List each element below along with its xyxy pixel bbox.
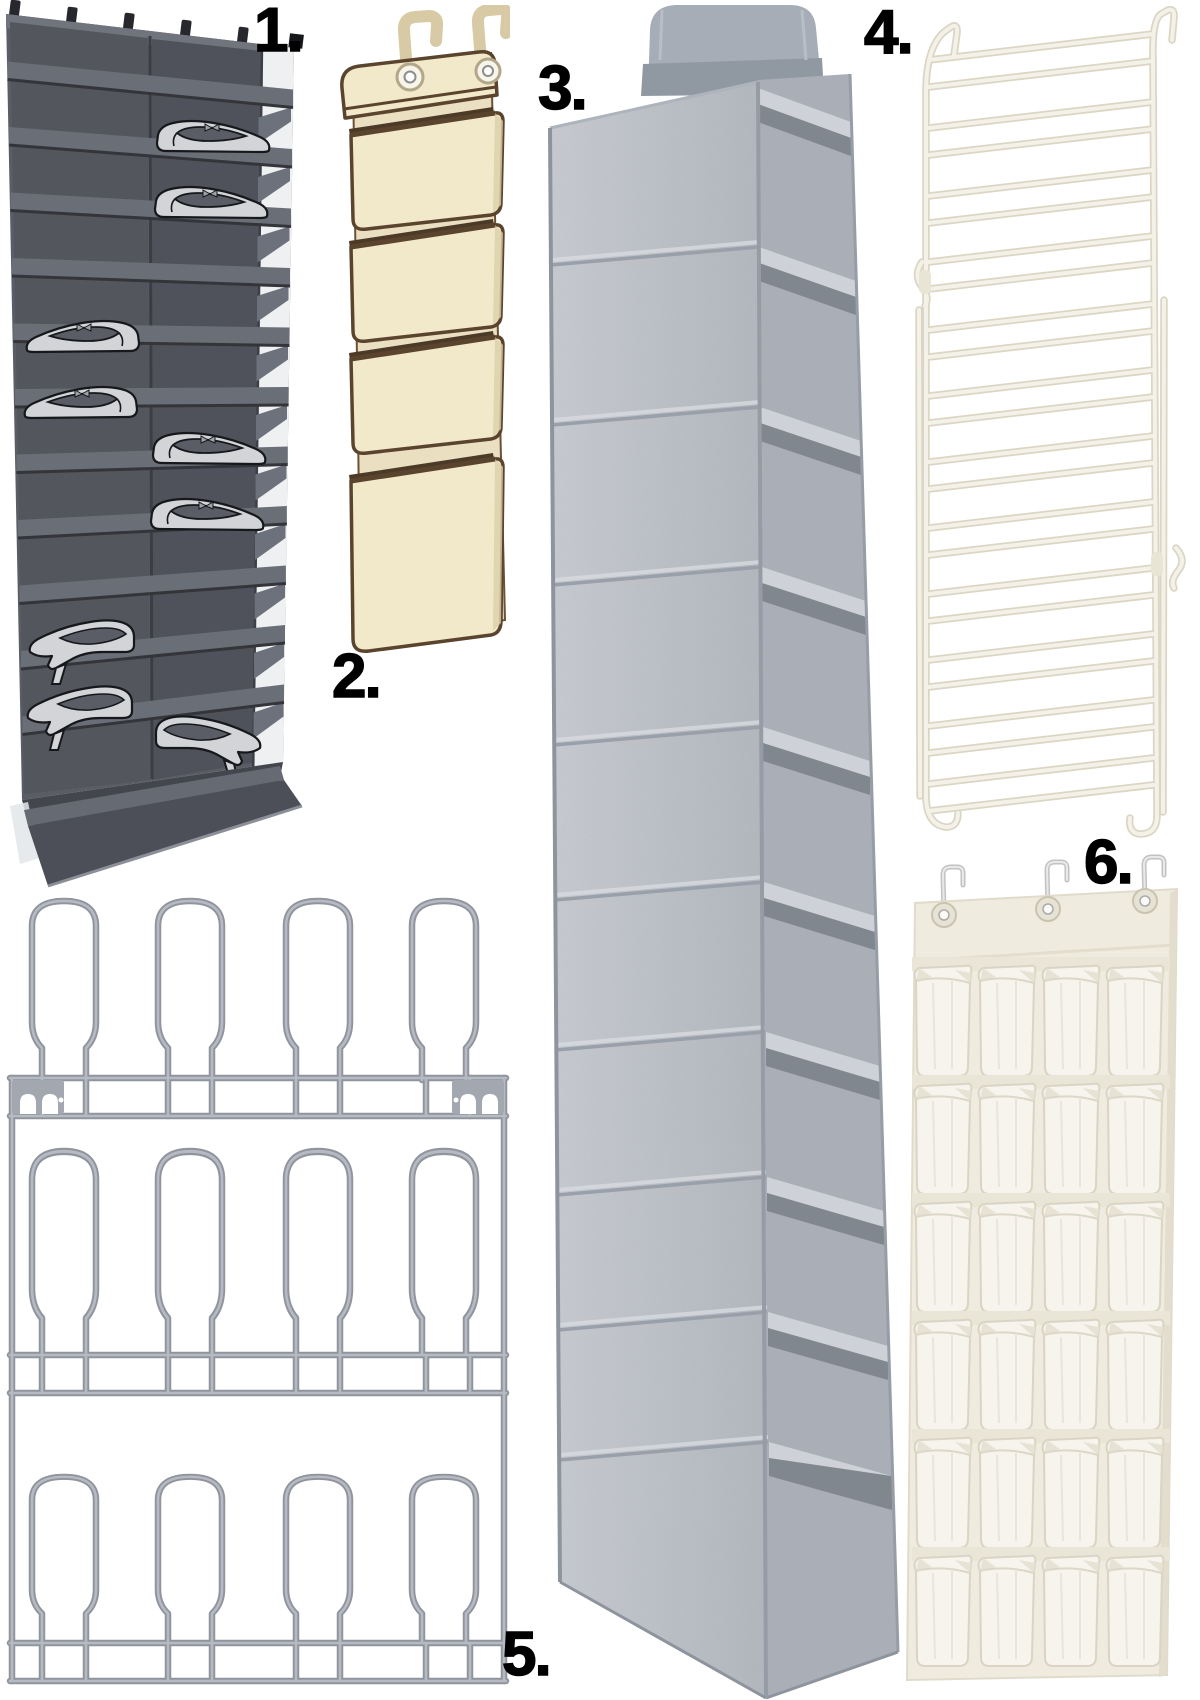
wire-stand-frame xyxy=(10,901,506,1681)
item-number-label-5: 5. xyxy=(501,1620,552,1689)
item-number-label-1: 1. xyxy=(253,0,304,65)
item-number-label-4: 4. xyxy=(863,0,914,67)
bottom-base xyxy=(10,762,303,888)
figure-dark-shoe-organizer xyxy=(0,0,320,895)
rail-joint-sleeve xyxy=(919,270,931,294)
grommets xyxy=(931,888,1158,928)
pocket-rows xyxy=(912,957,1170,1667)
item-number-label-3: 3. xyxy=(537,54,588,123)
pocket-row xyxy=(912,1075,1170,1195)
figure-gray-wire-shoe-stand xyxy=(0,812,535,1700)
header-panel xyxy=(340,50,502,120)
pocket-row xyxy=(912,1547,1170,1667)
gray-hanging-organizer-image xyxy=(548,5,900,1700)
wire-rack-frame xyxy=(918,10,1183,834)
pocket-4 xyxy=(349,453,505,653)
rail-joint-sleeve xyxy=(1151,552,1163,576)
white-wire-door-rack-image xyxy=(845,0,1190,845)
mesh-pocket-organizer-image xyxy=(905,853,1179,1682)
cream-pocket-organizer-image xyxy=(340,5,510,653)
pocket-row xyxy=(912,1193,1170,1313)
pocket-2 xyxy=(349,219,505,344)
figure-gray-hanging-organizer xyxy=(500,0,905,1700)
pocket-3 xyxy=(349,331,505,456)
gray-wire-shoe-stand-image xyxy=(0,812,535,1700)
figure-cream-pocket-organizer xyxy=(295,5,510,665)
item-number-label-6: 6. xyxy=(1083,828,1134,897)
over-door-hooks xyxy=(397,5,510,77)
pocket-row xyxy=(912,1311,1170,1431)
hanging-tabs xyxy=(9,0,304,49)
mounting-bracket-left xyxy=(12,1080,64,1114)
mounting-bracket-right xyxy=(452,1080,504,1114)
side-shelf-compartments xyxy=(758,73,900,1700)
dark-shoe-organizer-image xyxy=(6,0,304,888)
front-panel xyxy=(548,80,769,1700)
pocket-1 xyxy=(349,107,505,232)
item-number-label-2: 2. xyxy=(331,642,382,711)
grommet xyxy=(395,62,425,92)
grommet xyxy=(474,57,502,85)
pocket-row xyxy=(912,957,1170,1077)
figure-white-wire-door-rack xyxy=(845,0,1190,845)
figure-mesh-pocket-organizer xyxy=(900,853,1185,1693)
mesh-side-strip xyxy=(251,44,294,788)
pocket-row xyxy=(912,1429,1170,1549)
